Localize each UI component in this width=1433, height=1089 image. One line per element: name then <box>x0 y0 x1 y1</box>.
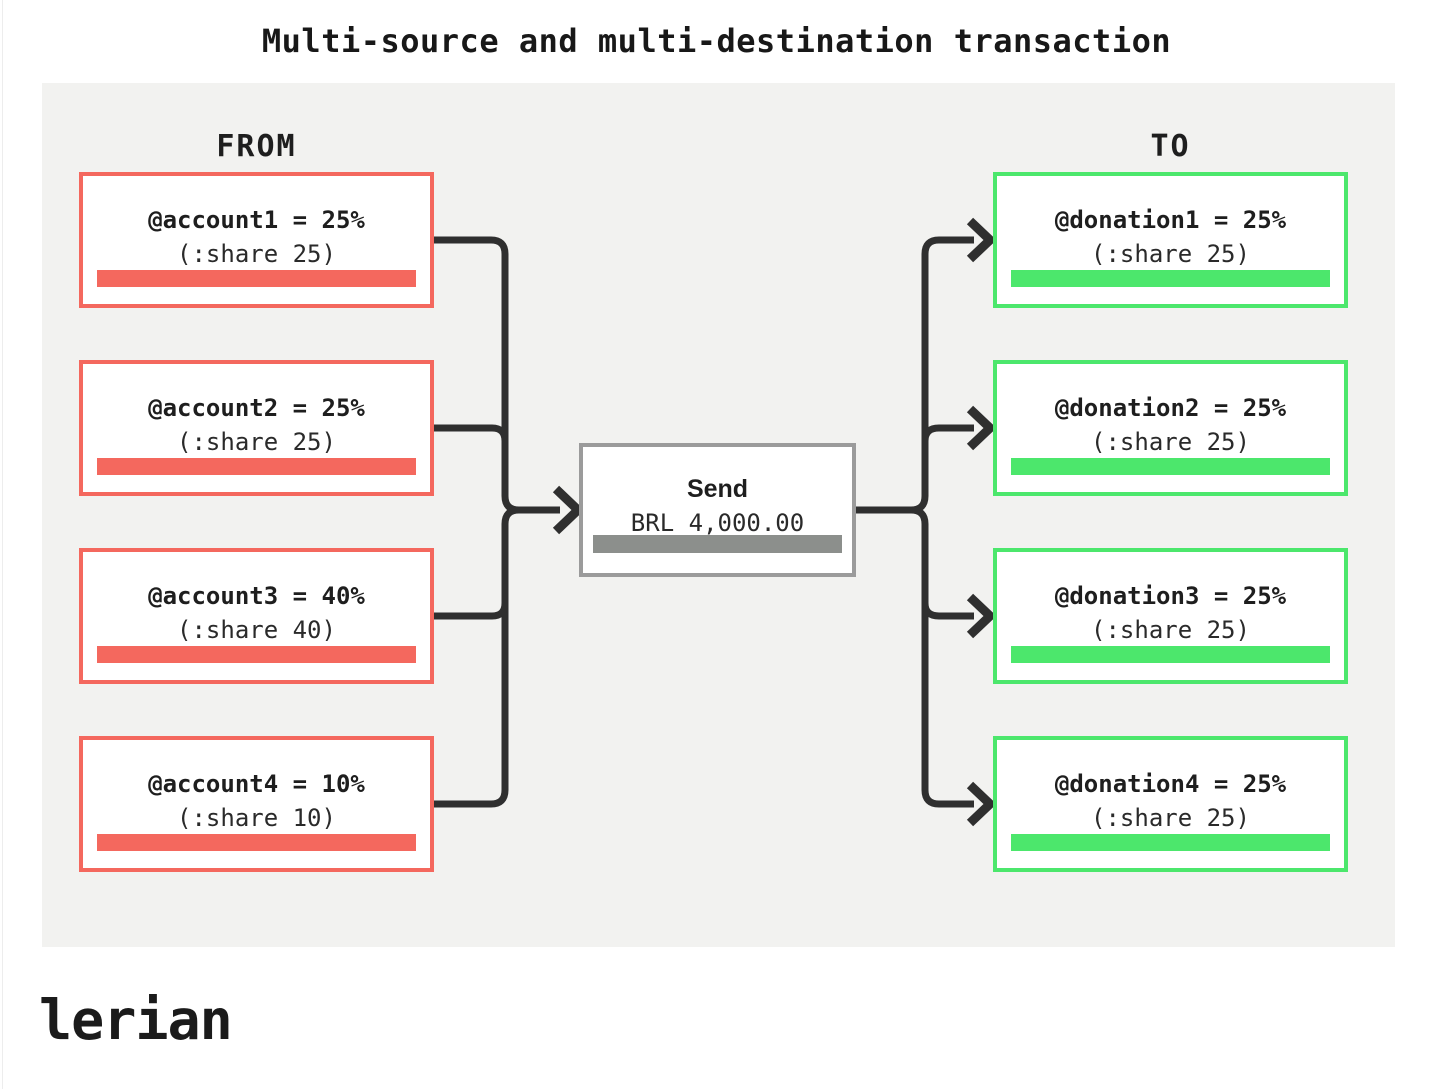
source-node-account3: @account3 = 40% (:share 40) <box>79 548 434 684</box>
send-label: Send <box>686 475 749 503</box>
donation-share: (:share 25) <box>1091 616 1250 644</box>
arrowhead-donation3 <box>966 593 997 639</box>
arrowhead-donation2 <box>966 405 997 451</box>
connector-dest-1 <box>856 236 974 514</box>
source-node-account4: @account4 = 10% (:share 10) <box>79 736 434 872</box>
account-label: @account3 = 40% <box>148 582 365 610</box>
share-bar <box>1011 834 1330 851</box>
donation-share: (:share 25) <box>1091 428 1250 456</box>
share-bar <box>97 646 416 663</box>
connector-dest-3 <box>921 602 974 620</box>
account-label: @account4 = 10% <box>148 770 365 798</box>
dest-node-donation1: @donation1 = 25% (:share 25) <box>993 172 1348 308</box>
lerian-logo: lerian <box>39 988 233 1052</box>
from-column-header: FROM <box>216 129 297 164</box>
left-edge-divider <box>2 0 3 1089</box>
account-share: (:share 10) <box>177 804 336 832</box>
donation-label: @donation1 = 25% <box>1054 206 1287 234</box>
page-title: Multi-source and multi-destination trans… <box>261 22 1172 60</box>
donation-share: (:share 25) <box>1091 804 1250 832</box>
account-label: @account2 = 25% <box>148 394 365 422</box>
connector-dest-2 <box>921 424 974 442</box>
share-bar <box>97 458 416 475</box>
share-bar <box>1011 270 1330 287</box>
source-node-account1: @account1 = 25% (:share 25) <box>79 172 434 308</box>
share-bar <box>97 270 416 287</box>
arrowhead-donation4 <box>966 781 997 827</box>
to-column-header: TO <box>1150 129 1191 164</box>
share-bar <box>1011 458 1330 475</box>
dest-node-donation2: @donation2 = 25% (:share 25) <box>993 360 1348 496</box>
dest-node-donation3: @donation3 = 25% (:share 25) <box>993 548 1348 684</box>
account-share: (:share 25) <box>177 240 336 268</box>
connector-source-4 <box>434 506 560 808</box>
account-share: (:share 25) <box>177 428 336 456</box>
donation-label: @donation2 = 25% <box>1054 394 1287 422</box>
connector-source-3 <box>434 602 509 620</box>
connector-source-1 <box>434 236 560 514</box>
source-node-account2: @account2 = 25% (:share 25) <box>79 360 434 496</box>
send-node: Send BRL 4,000.00 <box>579 443 856 577</box>
donation-label: @donation4 = 25% <box>1054 770 1287 798</box>
donation-share: (:share 25) <box>1091 240 1250 268</box>
share-bar <box>97 834 416 851</box>
connector-dest-4 <box>856 506 974 808</box>
arrowhead-into-send <box>552 485 585 535</box>
dest-node-donation4: @donation4 = 25% (:share 25) <box>993 736 1348 872</box>
connector-source-2 <box>434 424 509 442</box>
donation-label: @donation3 = 25% <box>1054 582 1287 610</box>
arrowhead-donation1 <box>966 217 997 263</box>
account-label: @account1 = 25% <box>148 206 365 234</box>
send-amount: BRL 4,000.00 <box>630 509 805 537</box>
share-bar <box>1011 646 1330 663</box>
account-share: (:share 40) <box>177 616 336 644</box>
send-bar <box>593 535 842 553</box>
